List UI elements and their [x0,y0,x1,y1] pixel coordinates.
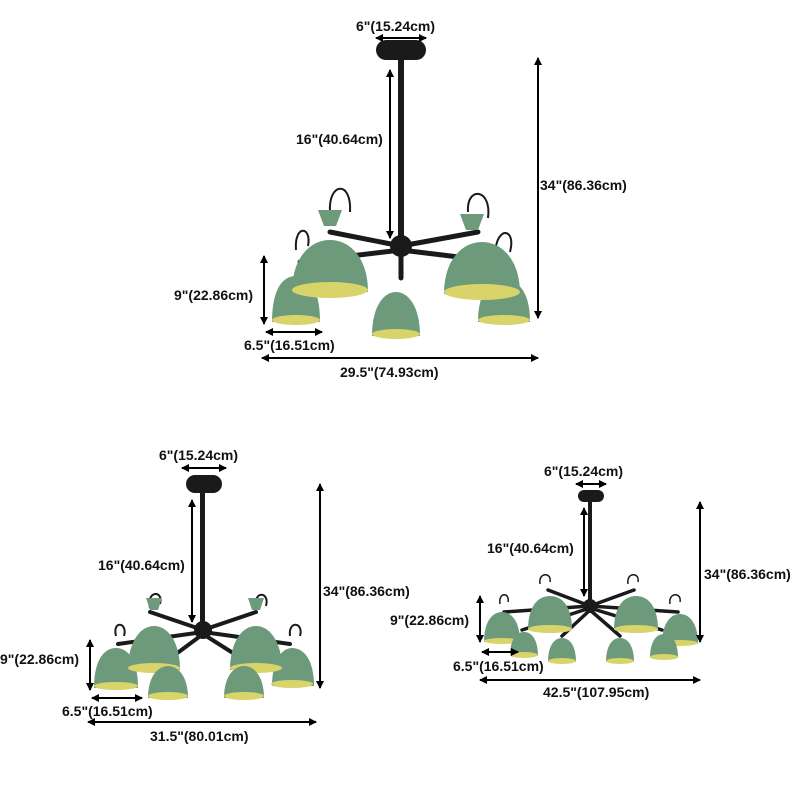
shade [548,638,576,664]
dimension-lines [260,34,542,362]
dimension-label-width: 42.5"(107.95cm) [543,684,649,700]
dimension-label-height: 34"(86.36cm) [540,177,627,193]
dimension-lines [86,464,324,726]
dimension-label-shade-height: 9"(22.86cm) [390,612,469,628]
dimension-label-shade-width: 6.5"(16.51cm) [244,337,335,353]
dimension-label-height: 34"(86.36cm) [323,583,410,599]
dimension-lines [476,480,704,684]
shade [528,596,572,633]
down-rod [398,58,404,244]
dimension-label-shade-width: 6.5"(16.51cm) [453,658,544,674]
cords [499,574,681,605]
cords [294,187,513,253]
shade [292,210,368,298]
chandelier-6-light: 6"(15.24cm) 16"(40.64cm) 34"(86.36cm) 9"… [0,447,410,744]
dimension-label-rod: 16"(40.64cm) [487,540,574,556]
canopy [578,490,604,502]
dimension-label-shade-width: 6.5"(16.51cm) [62,703,153,719]
shade [271,648,314,688]
canopy [376,40,426,60]
dimension-label-canopy: 6"(15.24cm) [544,463,623,479]
chandelier-8-light: 6"(15.24cm) 16"(40.64cm) 34"(86.36cm) 9"… [390,463,791,700]
shade [606,638,634,664]
shade [372,292,420,339]
dimension-label-shade-height: 9"(22.86cm) [0,651,79,667]
shade [650,634,678,660]
shade [148,666,188,700]
shade [224,666,264,700]
down-rod [588,500,592,604]
shade [444,214,520,300]
shade [614,596,658,633]
dimension-label-canopy: 6"(15.24cm) [356,18,435,34]
dimension-label-rod: 16"(40.64cm) [98,557,185,573]
down-rod [200,492,205,628]
dimension-label-canopy: 6"(15.24cm) [159,447,238,463]
canopy [186,475,222,493]
dimension-label-shade-height: 9"(22.86cm) [174,287,253,303]
shade [94,648,138,690]
dimension-label-height: 34"(86.36cm) [704,566,791,582]
chandelier-5-light: 6"(15.24cm) 16"(40.64cm) 34"(86.36cm) 9"… [174,18,627,380]
dimension-label-width: 29.5"(74.93cm) [340,364,438,380]
shade [484,612,520,644]
dimension-label-width: 31.5"(80.01cm) [150,728,248,744]
dimension-label-rod: 16"(40.64cm) [296,131,383,147]
